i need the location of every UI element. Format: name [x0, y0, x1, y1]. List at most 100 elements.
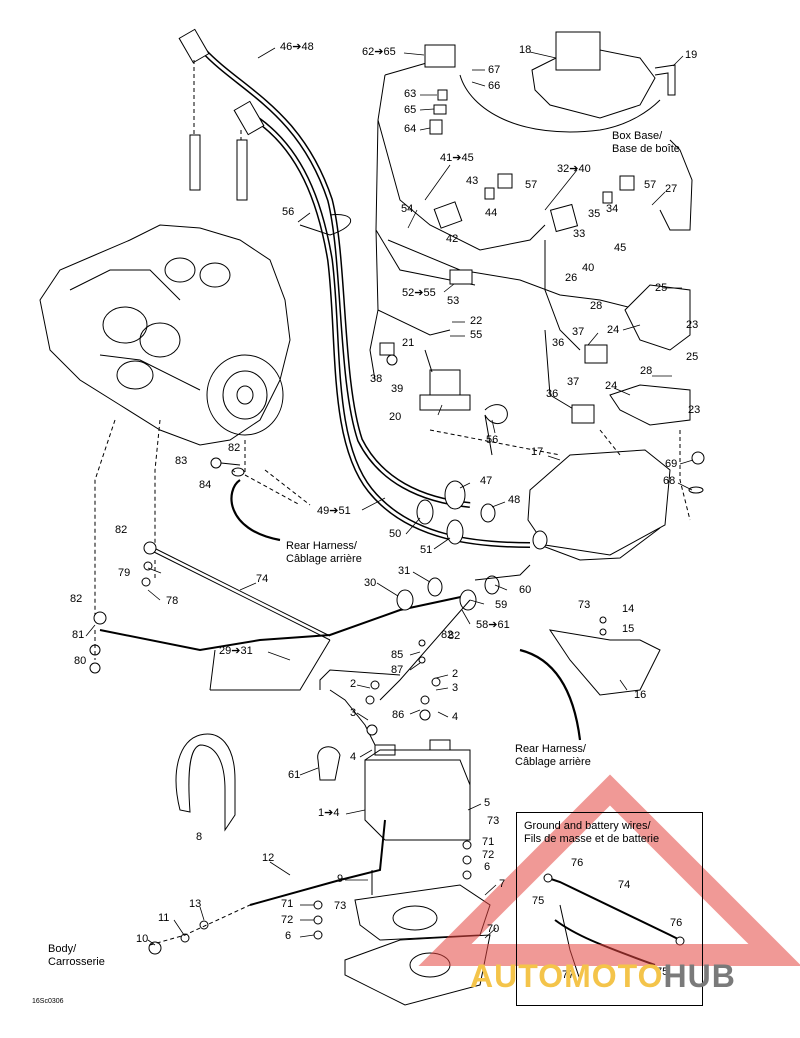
spark-plug-1: [189, 134, 201, 191]
callout: 57: [525, 179, 538, 191]
callout: 30: [364, 577, 377, 589]
logo-part-2: HUB: [663, 958, 736, 994]
terminal-boot: [317, 746, 341, 781]
callout: 52➔55: [402, 287, 436, 299]
rear-harness-text-2: Rear Harness/ Câblage arrière: [515, 743, 591, 768]
callout: 19: [685, 49, 698, 61]
callout: 39: [391, 383, 404, 395]
cable-route-bottom: [209, 639, 331, 691]
rear-harness-note-2: Rear Harness/ Câblage arrière: [515, 743, 591, 768]
watermark-text: AUTOMOTOHUB: [470, 958, 736, 995]
callout: 45: [614, 242, 627, 254]
callout: 8: [196, 831, 203, 843]
callout: 58➔61: [476, 619, 510, 631]
engine: [39, 224, 291, 446]
callout: 51: [420, 544, 433, 556]
callout: 75: [656, 966, 669, 978]
callout: 32➔40: [557, 163, 591, 175]
callout: 56: [486, 434, 499, 446]
callout: 37: [572, 326, 585, 338]
callout: 85: [391, 649, 404, 661]
callout: 5: [484, 797, 491, 809]
callout: 44: [485, 207, 498, 219]
callout: 86: [392, 709, 405, 721]
callout: 82: [441, 629, 454, 641]
callout: 67: [488, 64, 501, 76]
callout: 56: [282, 206, 295, 218]
callout: 76: [571, 857, 584, 869]
callout: 59: [495, 599, 508, 611]
callout: 17: [531, 446, 544, 458]
callout: 22: [470, 315, 483, 327]
callout: 25: [686, 351, 699, 363]
callout: 71: [281, 898, 294, 910]
callout: 46➔48: [280, 41, 314, 53]
callout: 7: [499, 878, 506, 890]
callout: 11: [158, 912, 170, 924]
callout: 82: [448, 630, 461, 642]
callout: 82: [115, 524, 128, 536]
callout: 72: [482, 849, 495, 861]
callout: 23: [688, 404, 701, 416]
callout: 72: [281, 914, 294, 926]
callout: 36: [546, 388, 559, 400]
body-text: Body/ Carrosserie: [48, 943, 105, 968]
callout: 79: [118, 567, 131, 579]
callout: 41➔45: [440, 152, 474, 164]
callout: 78: [166, 595, 179, 607]
callout: 74: [618, 879, 631, 891]
callout: 6: [285, 930, 292, 942]
callout: 77: [562, 969, 575, 981]
battery: [364, 759, 471, 841]
callout: 33: [573, 228, 586, 240]
callout: 13: [189, 898, 202, 910]
callout: 82: [228, 442, 241, 454]
callout: 73: [334, 900, 347, 912]
watermark-logo: [418, 774, 800, 966]
callout: 69: [665, 458, 678, 470]
callout: 35: [588, 208, 601, 220]
callout: 4: [350, 751, 357, 763]
drawing-code: 16Sc0306: [32, 998, 64, 1005]
main-harness: [369, 74, 386, 381]
ground-wire: [249, 819, 386, 906]
callout: 87: [391, 664, 404, 676]
callout: 80: [74, 655, 87, 667]
rear-harness-note-1: Rear Harness/ Câblage arrière: [286, 540, 362, 565]
callout: 3: [350, 707, 357, 719]
callout: 28: [590, 300, 603, 312]
callout: 61: [288, 769, 301, 781]
rear-harness-text-1: Rear Harness/ Câblage arrière: [286, 540, 362, 565]
callout: 53: [447, 295, 460, 307]
spark-cap-1: [178, 28, 210, 64]
callout: 14: [622, 603, 635, 615]
callout: 71: [482, 836, 495, 848]
callout: 70: [487, 923, 500, 935]
box-base-text: Box Base/ Base de boîte: [612, 130, 680, 155]
callout: 43: [466, 175, 479, 187]
callout: 34: [606, 203, 619, 215]
callout: 2: [452, 668, 459, 680]
box-base-note: Box Base/ Base de boîte: [612, 130, 680, 155]
callout: 42: [446, 233, 459, 245]
callout: 66: [488, 80, 501, 92]
callout: 26: [565, 272, 578, 284]
cable-29-31: [99, 594, 471, 652]
callout: 38: [370, 373, 383, 385]
callout: 57: [644, 179, 657, 191]
callout: 3: [452, 682, 459, 694]
callout: 9: [337, 873, 344, 885]
callout: 40: [582, 262, 595, 274]
callout: 24: [607, 324, 620, 336]
callout: 83: [175, 455, 188, 467]
callout: 18: [519, 44, 532, 56]
callout: 62➔65: [362, 46, 396, 58]
callout: 4: [452, 711, 459, 723]
callout: 65: [404, 104, 417, 116]
callout: 73: [487, 815, 500, 827]
bracket-top: [624, 284, 691, 351]
callout: 50: [389, 528, 402, 540]
callout: 47: [480, 475, 493, 487]
cable-74: [149, 549, 331, 641]
